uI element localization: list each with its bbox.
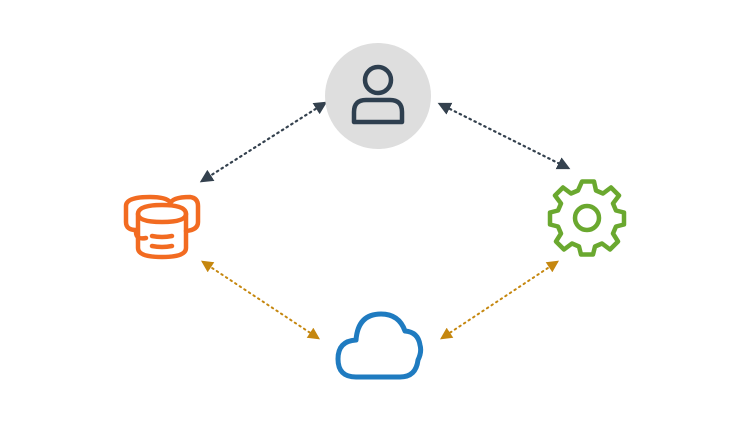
- cloud-icon: [335, 311, 424, 380]
- connector-databases-cloud: [200, 260, 321, 340]
- user-node: [325, 43, 431, 149]
- connector-user-settings: [437, 102, 571, 170]
- database-icon: [123, 194, 201, 260]
- connector-settings-cloud: [439, 260, 560, 340]
- user-icon: [351, 64, 405, 125]
- gear-icon: [547, 179, 627, 257]
- connector-user-databases: [199, 101, 328, 183]
